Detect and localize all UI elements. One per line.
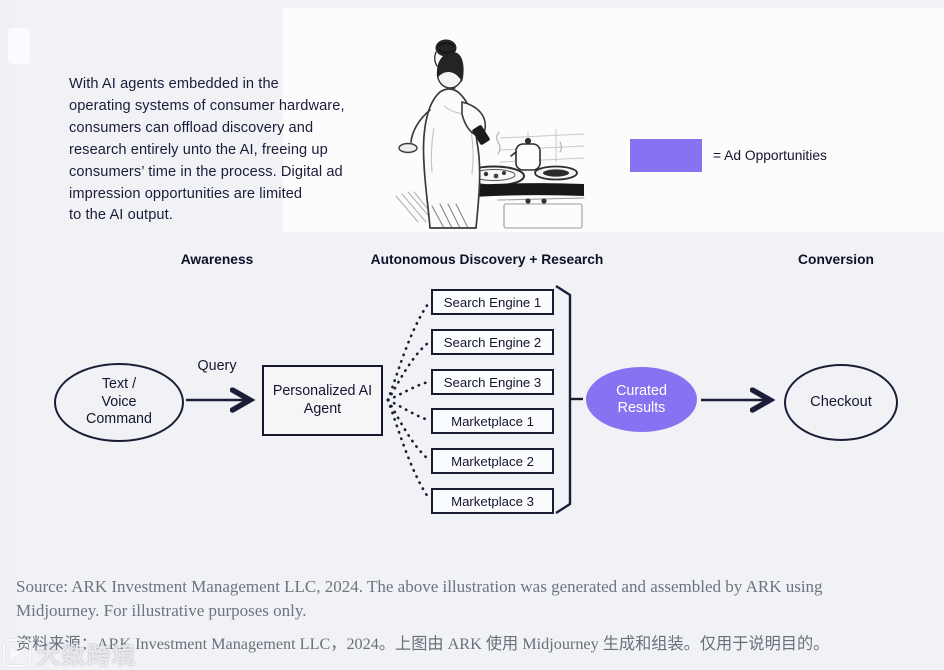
- node-marketplace-3: Marketplace 3: [431, 488, 554, 514]
- node-marketplace-2: Marketplace 2: [431, 448, 554, 474]
- watermark-text: 大数跨境: [37, 642, 137, 668]
- woman-cooking-sketch-illustration: [395, 39, 585, 229]
- source-attribution-en: Source: ARK Investment Management LLC, 2…: [16, 577, 823, 620]
- node-marketplace-1: Marketplace 1: [431, 408, 554, 434]
- legend-label: = Ad Opportunities: [713, 148, 827, 163]
- watermark-logo-icon: [3, 639, 31, 667]
- stage-label-conversion: Conversion: [798, 252, 874, 267]
- source-attribution-zh: 资料来源：ARK Investment Management LLC，2024。…: [16, 635, 830, 653]
- kettle-sketch: [510, 137, 541, 171]
- legend: = Ad Opportunities: [630, 139, 827, 172]
- node-text-voice-command: Text / Voice Command: [54, 363, 184, 442]
- node-search-engine-2: Search Engine 2: [431, 329, 554, 355]
- node-curated-results: Curated Results: [586, 367, 697, 432]
- legend-swatch-purple: [630, 139, 702, 172]
- dotted-fan: [386, 302, 430, 499]
- node-checkout: Checkout: [784, 364, 898, 441]
- stage-label-awareness: Awareness: [180, 252, 254, 267]
- corner-tab: [8, 28, 30, 64]
- node-search-engine-3: Search Engine 3: [431, 369, 554, 395]
- query-arrow-label: Query: [197, 358, 237, 374]
- stage-label-discovery: Autonomous Discovery + Research: [370, 252, 604, 267]
- node-personalized-ai-agent: Personalized AI Agent: [262, 365, 383, 436]
- watermark: 大数跨境: [3, 636, 137, 670]
- illustration-panel: [283, 8, 944, 232]
- page-left-edge: [0, 0, 17, 668]
- intro-paragraph: With AI agents embedded in the operating…: [69, 76, 345, 224]
- phone-sketch: [472, 125, 490, 145]
- node-search-engine-1: Search Engine 1: [431, 289, 554, 315]
- bracket: [555, 284, 583, 515]
